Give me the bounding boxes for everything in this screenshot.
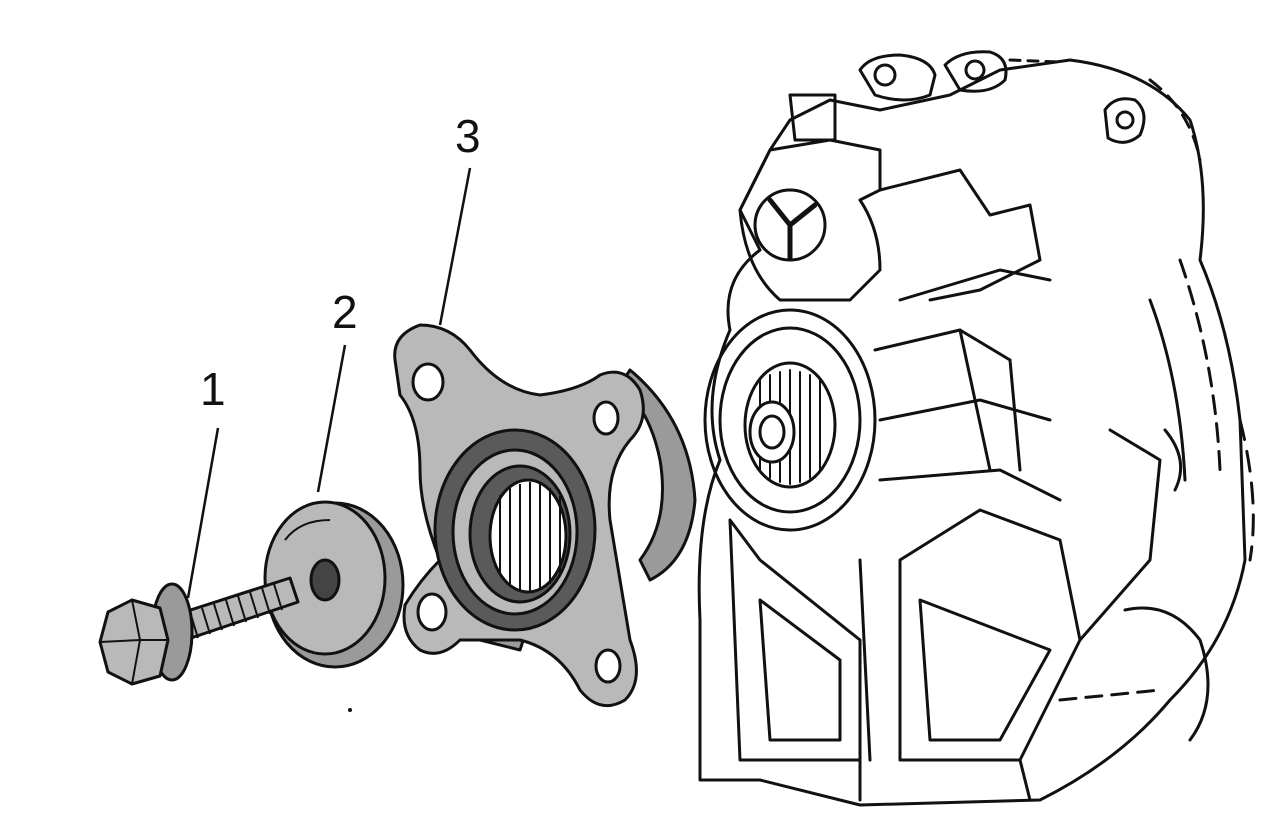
leader-bolt	[186, 427, 220, 599]
housing	[697, 50, 1255, 807]
leader-washer	[316, 344, 347, 493]
bolt	[98, 576, 300, 686]
leader-flange	[438, 167, 472, 326]
callout-number-1: 1	[200, 363, 226, 415]
washer	[263, 500, 405, 669]
speck	[348, 708, 352, 712]
bolt-threads	[189, 583, 283, 639]
flange	[393, 323, 697, 708]
callout-number-3: 3	[455, 110, 481, 162]
flange-splines	[499, 482, 561, 592]
leader-lines	[186, 167, 472, 599]
callout-number-2: 2	[332, 286, 358, 338]
